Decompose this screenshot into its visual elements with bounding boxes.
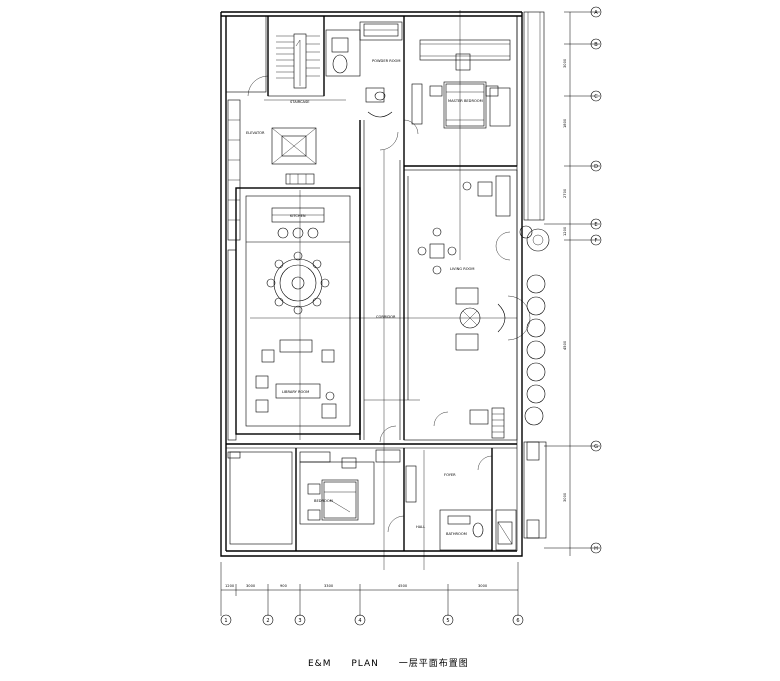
staircase-treads (276, 33, 320, 89)
grid-bubble-bottom: 6 (512, 614, 524, 626)
svg-text:2: 2 (266, 618, 269, 624)
landscape-trees (519, 225, 550, 426)
bottom-grid-bubbles: 1 2 3 4 5 6 (220, 614, 524, 626)
right-dimension-lines: 3000 1800 2700 1200 4500 3000 (544, 11, 600, 556)
library-furniture (255, 339, 337, 419)
grid-bubble-bottom: 4 (354, 614, 366, 626)
dim-right-5: 4500 (563, 340, 567, 350)
doors (247, 75, 531, 533)
kitchen-furniture (271, 173, 325, 239)
dim-bottom-3: 900 (280, 584, 288, 588)
grid-bubble-right: G (590, 440, 602, 452)
grid-bubble-right: F (590, 234, 602, 246)
dim-right-6: 3000 (563, 492, 567, 502)
room-label-bedroom: BEDROOM (314, 499, 333, 503)
title-em: E&M (308, 659, 332, 669)
grid-bubble-bottom: 2 (262, 614, 274, 626)
svg-text:3: 3 (298, 618, 301, 624)
bedroom-furniture (307, 449, 417, 521)
svg-text:H: H (594, 546, 598, 552)
interior-walls (225, 15, 518, 551)
grid-bubble-right: D (590, 160, 602, 172)
grid-bubble-right: C (590, 90, 602, 102)
room-label-living: LIVING ROOM (450, 267, 474, 271)
svg-text:C: C (594, 94, 598, 100)
svg-text:A: A (594, 10, 598, 16)
svg-text:E: E (594, 222, 597, 228)
dim-right-1: 3000 (563, 58, 567, 68)
title-plan: PLAN (351, 659, 379, 669)
living-room-furniture (417, 175, 511, 439)
dining-table (266, 251, 330, 315)
dim-bottom-5: 4500 (398, 584, 408, 588)
svg-text:6: 6 (516, 618, 519, 624)
room-label-master-bed: MASTER BEDROOM (448, 99, 483, 103)
room-label-foyer: FOYER (444, 473, 456, 477)
exterior-walls (220, 11, 547, 557)
grid-bubble-bottom: 5 (442, 614, 454, 626)
axis-lines (250, 10, 517, 570)
dim-bottom-2: 3000 (246, 584, 256, 588)
right-grid-bubbles: A B C D E F G H (590, 6, 602, 554)
grid-bubble-bottom: 1 (220, 614, 232, 626)
drawing-title: E&M PLAN 一层平面布置图 (308, 656, 485, 669)
room-labels: STAIRCASE POWDER ROOM MASTER BEDROOM ELE… (246, 59, 483, 536)
dim-right-2: 1800 (563, 118, 567, 128)
bottom-dimension-lines: 1200 3000 900 3300 4500 3000 (220, 562, 519, 616)
svg-text:D: D (594, 164, 598, 170)
svg-text:B: B (594, 42, 598, 48)
dim-right-4: 1200 (563, 226, 567, 236)
room-label-hall: HALL (416, 525, 425, 529)
dim-bottom-4: 3300 (324, 584, 334, 588)
svg-text:4: 4 (358, 618, 361, 624)
room-label-stair: STAIRCASE (290, 100, 310, 104)
room-label-powder: POWDER ROOM (372, 59, 400, 63)
dim-bottom-6: 3000 (478, 584, 488, 588)
room-label-lift: ELEVATOR (246, 131, 265, 135)
title-name: 一层平面布置图 (398, 659, 469, 669)
room-label-kitchen: KITCHEN (290, 214, 306, 218)
grid-bubble-right: H (590, 542, 602, 554)
powder-room-fixtures (331, 23, 399, 118)
grid-bubble-bottom: 3 (294, 614, 306, 626)
room-label-bath: BATHROOM (446, 532, 467, 536)
svg-text:F: F (595, 238, 598, 244)
room-label-library: LIBRARY ROOM (282, 390, 309, 394)
dim-right-3: 2700 (563, 188, 567, 198)
grid-bubble-right: E (590, 218, 602, 230)
grid-bubble-right: A (590, 6, 602, 18)
room-label-corridor: CORRIDOR (376, 315, 396, 319)
bath-fixtures (227, 451, 513, 545)
svg-text:5: 5 (446, 618, 449, 624)
svg-text:G: G (594, 444, 598, 450)
grid-bubble-right: B (590, 38, 602, 50)
dim-bottom-1: 1200 (225, 584, 235, 588)
svg-text:1: 1 (224, 618, 227, 624)
master-bedroom-furniture (411, 39, 511, 129)
